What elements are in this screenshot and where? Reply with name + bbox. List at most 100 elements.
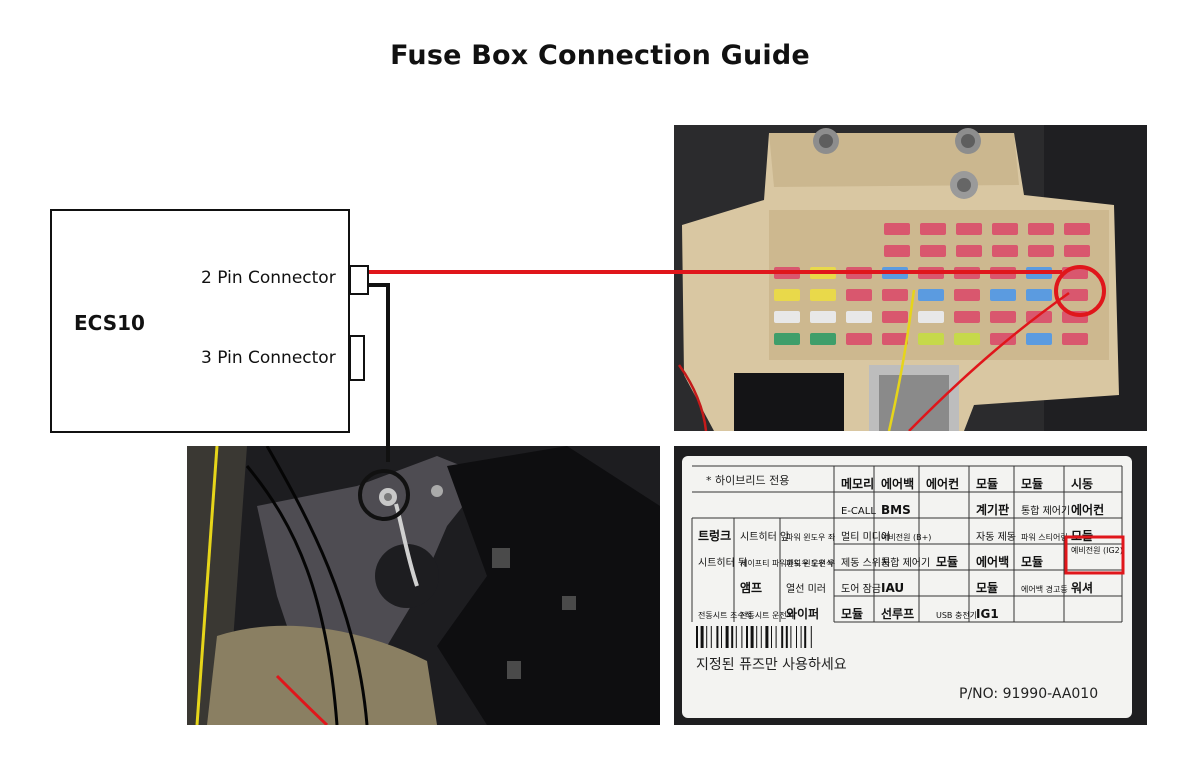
fuse-label-cell: 파워 스티어링 [1021,532,1068,542]
fuse [1026,289,1052,301]
fuse-label-cell: 멀티 미디어 [841,530,890,543]
fuse-label-cell: 앰프 [740,581,762,595]
fuse-label-cell: 전동시트 조수석 [698,610,752,620]
fuse-label-cell: 모듈 [1071,529,1093,543]
fuse [990,267,1016,279]
fuse [956,223,982,235]
fuse-label-cell: 시트히터 뒤 [698,557,747,569]
fuse-label-cell: 모듈 [936,555,958,569]
fuse-label-cell: 파워 윈도우 좌 [786,533,836,542]
fuse [810,333,836,345]
fuse [954,267,980,279]
fuse [920,223,946,235]
fuse-label-cell: 모듈 [976,477,998,491]
fuse [1062,333,1088,345]
highlighted-fuse-label: 예비전원 (IG2) [1071,545,1123,555]
two-pin-connector-label: 2 Pin Connector [201,268,336,288]
fuse [846,333,872,345]
fuse [882,311,908,323]
fuse [1064,245,1090,257]
fuse [774,267,800,279]
part-number: P/NO: 91990-AA010 [959,686,1098,702]
fuse [810,311,836,323]
fuse-label-cell: 에어백 [976,554,1009,569]
fuse [882,267,908,279]
fuse-label-cell: 제동 스위치 [841,556,890,569]
fuse-label-cell: 세이프티 파워윈도우 운전석 [740,558,833,568]
fuse-box-photo [674,125,1147,431]
fuse-label-cell: 와이퍼 [786,606,819,621]
fuse-label-cell: 통합 제어기 [881,557,930,569]
fuse [918,311,944,323]
ground-wire [369,283,390,462]
fuse [846,311,872,323]
fuse-label-cell: IAU [881,581,904,595]
fuse [990,311,1016,323]
fuse [1028,223,1054,235]
barcode [696,626,812,648]
fuse [954,311,980,323]
fuse [1062,267,1088,279]
three-pin-connector-label: 3 Pin Connector [201,348,336,368]
fuse-label-cell: 메모리 [841,476,874,491]
dashboard-illustration [187,446,660,725]
fuse [992,223,1018,235]
fuse [918,333,944,345]
fuse [990,289,1016,301]
fuse-label-cell: 계기판 [976,502,1009,517]
three-pin-connector-port [349,335,365,381]
fuse [990,333,1016,345]
fuse-label-cell: 시트히터 앞 [740,531,789,543]
fuse-label-cell: E-CALL [841,506,876,517]
fuse-label-cell: 자동 제동 [976,531,1016,543]
fuse [1062,311,1088,323]
fuse [846,267,872,279]
fuse [992,245,1018,257]
fuse-label-cell: 통합 제어기 [1021,505,1070,517]
fuse-label-cell: 모듈 [976,581,998,595]
fuse [884,223,910,235]
fuse [882,333,908,345]
two-pin-connector-port [349,265,369,295]
fuse-label-cell: 에어컨 [926,476,959,491]
ground-bolt-photo [187,446,660,725]
fuse-label-cell: 에어컨 [1071,502,1104,517]
hybrid-note: * 하이브리드 전용 [706,473,789,487]
ecs10-device-box [50,209,350,433]
fuse [920,245,946,257]
fuse-label-cell: 선루프 [881,606,914,621]
fuse [882,289,908,301]
fuse [918,267,944,279]
fuse [954,333,980,345]
fuse [810,289,836,301]
fuse [954,289,980,301]
device-name: ECS10 [74,311,145,335]
fuse [774,333,800,345]
fuse-label-cell: BMS [881,503,911,517]
fuse [774,289,800,301]
fuse-label-cell: 열선 미러 [786,583,826,595]
fuse-warning-text: 지정된 퓨즈만 사용하세요 [696,657,847,673]
fuse-label-cell: USB 충전기 [936,610,977,620]
fuse [810,267,836,279]
fuse [1028,245,1054,257]
fuse-label-cell: 모듈 [1021,555,1043,569]
fuse-label-cell: 예비전원 (B+) [881,532,931,542]
fuse [846,289,872,301]
fuse-label-cell: 시동 [1071,477,1093,491]
fuse-label-cell: 트렁크 [698,529,731,543]
fuse [1026,333,1052,345]
fuse-label-cell: 모듈 [1021,477,1043,491]
fuse-label-cell: 에어백 [881,476,914,491]
fuse [956,245,982,257]
page-title: Fuse Box Connection Guide [390,40,810,71]
fuse [1064,223,1090,235]
fuse-label-cell: IG1 [976,607,999,621]
fuse [884,245,910,257]
fuse [774,311,800,323]
fuse [918,289,944,301]
fuse-label-cell: 모듈 [841,607,863,621]
fuse-label-cell: 파워 윈도우 우 [786,559,835,568]
